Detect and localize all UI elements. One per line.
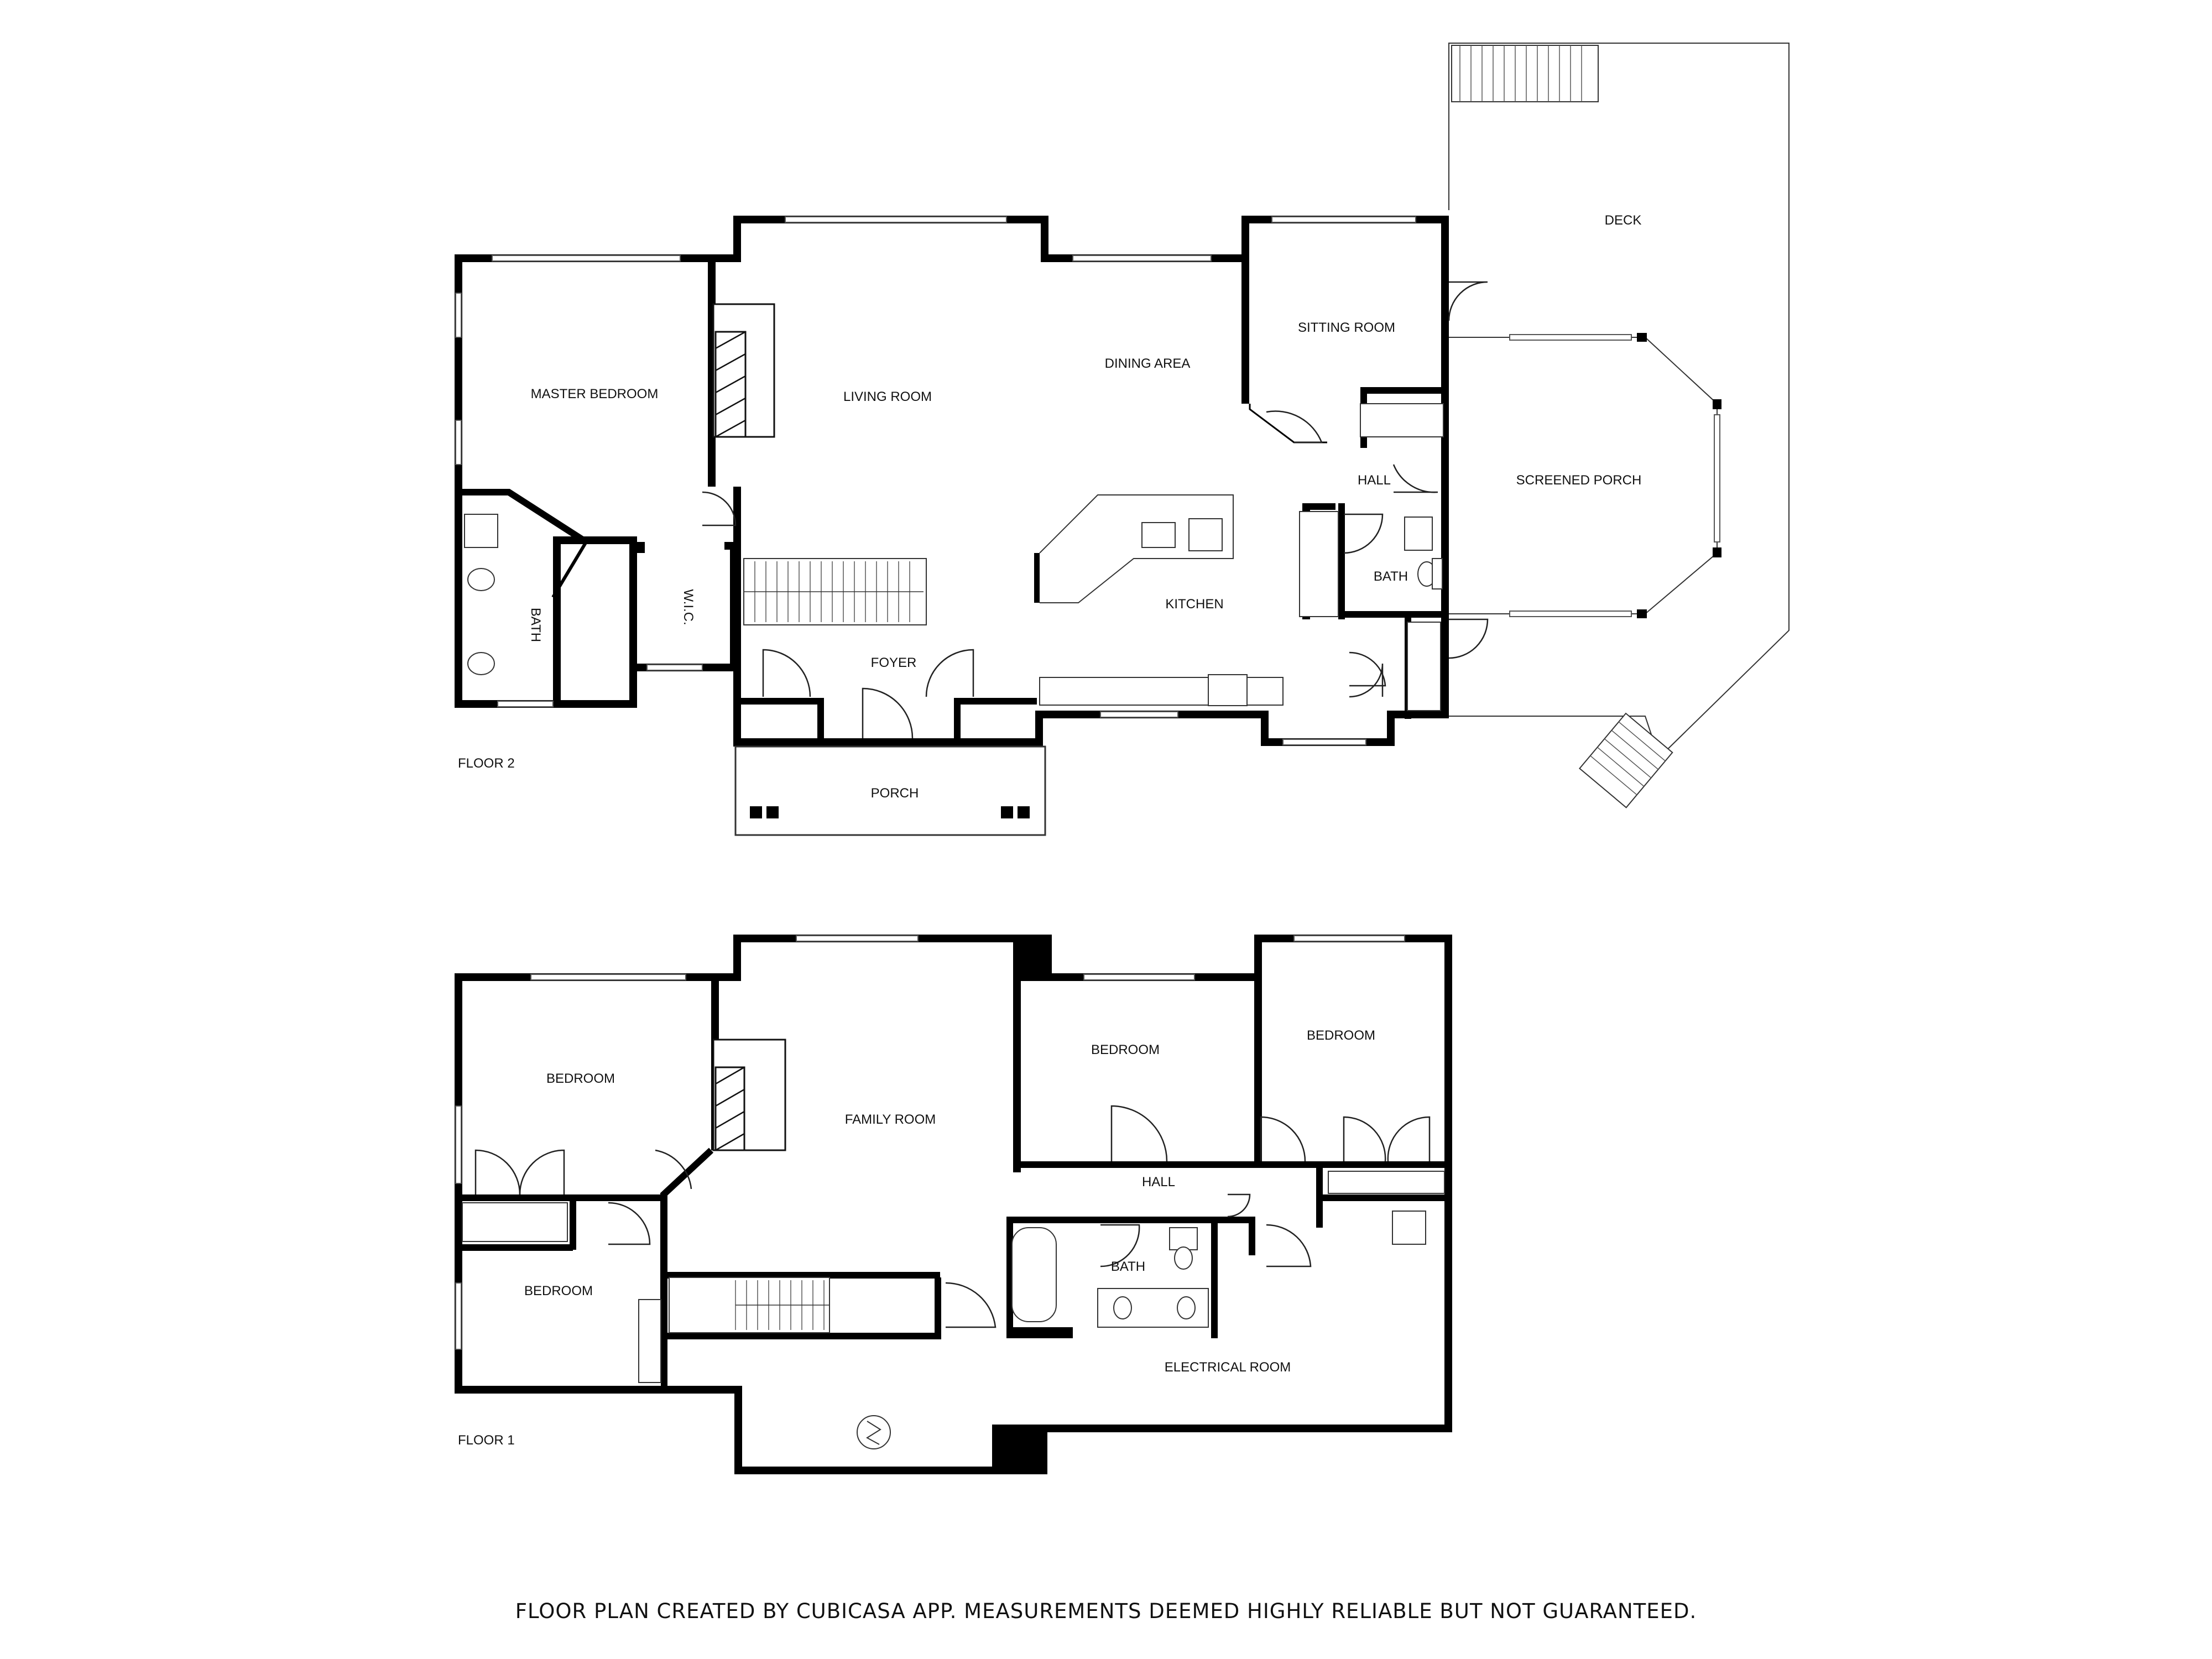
floor-1-fixtures [462, 1171, 1445, 1449]
room-label-bath-f2: BATH [1374, 569, 1408, 584]
floor-2-windows [455, 216, 1416, 745]
room-label-hall-f2: HALL [1358, 473, 1391, 488]
footer-disclaimer: FLOOR PLAN CREATED BY CUBICASA APP. MEAS… [515, 1599, 1697, 1623]
screened-porch-walls [1449, 333, 1721, 618]
room-label-bath-f1: BATH [1111, 1259, 1145, 1274]
room-label-master-bedroom: MASTER BEDROOM [531, 387, 659, 401]
room-label-screened-porch: SCREENED PORCH [1516, 473, 1642, 488]
floor-1-doors [474, 1105, 1431, 1328]
room-label-sitting-room: SITTING ROOM [1298, 320, 1395, 335]
room-label-bedroom-a: BEDROOM [546, 1071, 615, 1086]
floor-1: BEDROOM FAMILY ROOM BEDROOM BEDROOM HALL… [455, 935, 1452, 1474]
floor-1-interior-walls [462, 1147, 1450, 1388]
fireplace-family [712, 1039, 786, 1151]
porch-floor-2 [734, 745, 1046, 836]
room-label-bath-master: BATH [528, 608, 543, 642]
room-label-bedroom-c: BEDROOM [1307, 1028, 1375, 1043]
stairs-floor-2 [743, 558, 927, 625]
room-label-hall-f1: HALL [1142, 1175, 1175, 1190]
floor-2-doors [702, 281, 1489, 739]
floor-2-fixtures [464, 403, 1444, 711]
floor-2-exterior-walls [455, 216, 1449, 747]
floor-label-2: FLOOR 2 [458, 756, 515, 771]
room-label-family-room: FAMILY ROOM [845, 1112, 936, 1127]
stairs-floor-1 [669, 1277, 830, 1333]
room-label-porch: PORCH [871, 786, 919, 801]
floor-2: DECK SITTING ROOM DINING AREA LIVING ROO… [455, 43, 1790, 836]
floor-1-windows [455, 935, 1405, 1350]
deck-outline [1448, 43, 1790, 808]
floor-label-1: FLOOR 1 [458, 1433, 515, 1448]
fireplace-living [712, 303, 775, 438]
kitchen-counter [1039, 494, 1339, 706]
room-label-kitchen: KITCHEN [1165, 597, 1223, 612]
room-label-foyer: FOYER [871, 655, 917, 670]
room-label-living-room: LIVING ROOM [843, 389, 932, 404]
room-label-dining-area: DINING AREA [1105, 356, 1191, 371]
room-label-wic: W.I.C. [681, 589, 696, 625]
room-label-bedroom-b: BEDROOM [1091, 1042, 1160, 1057]
room-label-electrical-room: ELECTRICAL ROOM [1165, 1360, 1291, 1375]
room-label-deck: DECK [1605, 213, 1642, 228]
room-label-bedroom-d: BEDROOM [524, 1284, 593, 1298]
floor-1-exterior-walls [455, 935, 1452, 1474]
